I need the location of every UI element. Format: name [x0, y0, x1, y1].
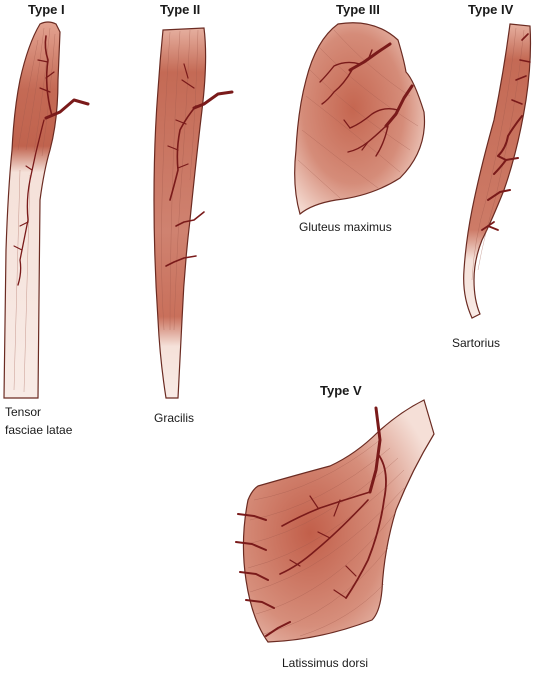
- type-1-label: Type I: [28, 2, 65, 17]
- sartorius-label: Sartorius: [452, 336, 500, 350]
- type-2-label: Type II: [160, 2, 200, 17]
- gracilis-pedicles: [165, 63, 234, 267]
- gracilis-fibers: [161, 29, 199, 331]
- sartorius-pedicles: [481, 33, 531, 231]
- gluteus-maximus-pedicles: [319, 42, 414, 157]
- panel-type-3: Type III Gluteus maximus: [294, 2, 426, 234]
- panel-type-2: Type II Gracilis: [153, 2, 234, 425]
- type-3-label: Type III: [336, 2, 380, 17]
- gluteus-maximus-shape: [294, 22, 426, 216]
- gluteus-maximus-fibers: [297, 29, 419, 199]
- tensor-fasciae-latae-pedicle: [13, 35, 90, 286]
- panel-type-5: Type V Latissimus dorsi: [235, 383, 435, 670]
- panel-type-4: Type IV Sartorius: [452, 2, 532, 350]
- latissimus-dorsi-shape: [242, 399, 435, 643]
- tensor-fasciae-latae-shape: [3, 21, 61, 399]
- gracilis-label: Gracilis: [154, 411, 194, 425]
- type-5-label: Type V: [320, 383, 362, 398]
- latissimus-dorsi-label: Latissimus dorsi: [282, 656, 368, 670]
- gluteus-maximus-label: Gluteus maximus: [299, 220, 392, 234]
- type-4-label: Type IV: [468, 2, 514, 17]
- sartorius-fibers: [471, 27, 525, 281]
- latissimus-dorsi-pedicles: [235, 406, 387, 637]
- tensor-fasciae-latae-fibers: [13, 27, 56, 393]
- tensor-fasciae-latae-label-line2: fasciae latae: [5, 423, 73, 437]
- tensor-fasciae-latae-label-line1: Tensor: [5, 405, 41, 419]
- panel-type-1: Type I Tensor fasciae latae: [3, 2, 90, 437]
- gracilis-shape: [153, 27, 207, 399]
